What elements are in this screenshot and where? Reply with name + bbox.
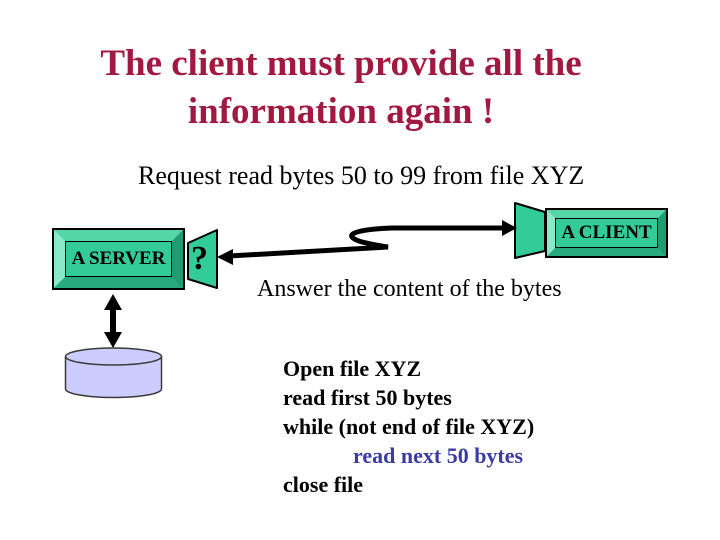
pseudocode-block: Open file XYZ read first 50 bytes while …	[283, 354, 534, 499]
arrowhead-left-icon	[217, 249, 233, 265]
arrowhead-down-icon	[104, 332, 122, 348]
database-cylinder-icon	[64, 347, 163, 399]
arrowhead-right-icon	[502, 220, 517, 236]
title-line-2: information again !	[187, 91, 495, 132]
answer-caption: Answer the content of the bytes	[257, 276, 562, 302]
code-line: read first 50 bytes	[283, 385, 452, 410]
client-box-bevel: A CLIENT	[547, 210, 666, 256]
question-mark: ?	[191, 240, 208, 277]
client-label: A CLIENT	[561, 222, 652, 243]
server-label: A SERVER	[71, 248, 166, 269]
request-caption: Request read bytes 50 to 99 from file XY…	[138, 161, 585, 190]
client-box-face: A CLIENT	[555, 218, 658, 248]
slide-title: The client must provide all the informat…	[0, 40, 682, 136]
code-line: close file	[283, 472, 364, 497]
client-cone-icon	[514, 202, 546, 259]
code-line: while (not end of file XYZ)	[283, 414, 535, 439]
server-box-bevel: A SERVER	[54, 230, 183, 288]
server-box: A SERVER	[52, 228, 185, 290]
code-line-highlighted: read next 50 bytes	[353, 443, 524, 468]
server-storage-arrow	[104, 294, 122, 348]
client-box: A CLIENT	[545, 208, 668, 258]
request-answer-arrow	[217, 220, 517, 265]
title-line-1: The client must provide all the	[100, 43, 582, 84]
code-line: Open file XYZ	[283, 356, 422, 381]
arrowhead-up-icon	[104, 294, 122, 310]
server-box-face: A SERVER	[65, 241, 172, 277]
